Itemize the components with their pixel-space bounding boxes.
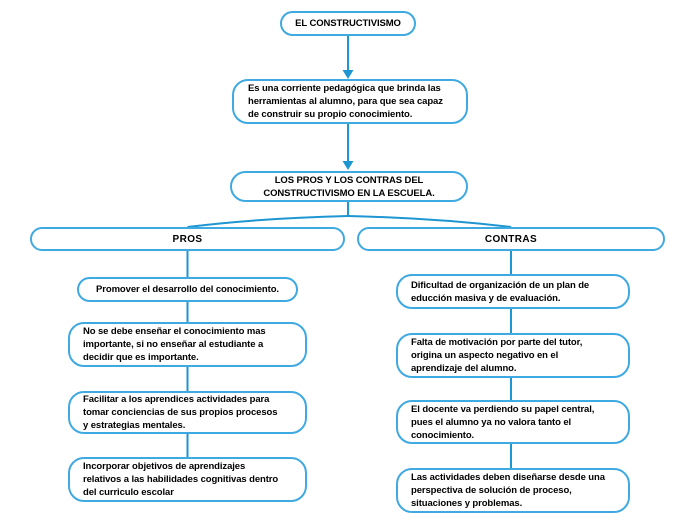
node-topic: LOS PROS Y LOS CONTRAS DEL CONSTRUCTIVIS… <box>230 171 468 202</box>
node-topic-label: LOS PROS Y LOS CONTRAS DEL CONSTRUCTIVIS… <box>263 174 435 199</box>
node-root: EL CONSTRUCTIVISMO <box>280 11 416 36</box>
node-contras-header: CONTRAS <box>357 227 665 251</box>
node-pro-2: No se debe enseñar el conocimiento mas i… <box>68 322 307 367</box>
pro-4-label: Incorporar objetivos de aprendizajes rel… <box>83 461 279 498</box>
node-pro-3: Facilitar a los aprendices actividades p… <box>68 391 307 434</box>
pro-3-label: Facilitar a los aprendices actividades p… <box>83 394 278 431</box>
pros-header-label: PROS <box>172 233 203 245</box>
node-contra-1: Dificultad de organización de un plan de… <box>396 274 630 309</box>
contra-1-label: Dificultad de organización de un plan de… <box>411 279 590 304</box>
node-root-label: EL CONSTRUCTIVISMO <box>295 18 401 29</box>
contra-2-label: Falta de motivación por parte del tutor,… <box>411 337 583 374</box>
node-definition-label: Es una corriente pedagógica que brinda l… <box>248 83 443 120</box>
connector-brace-right <box>347 215 512 228</box>
node-pro-1: Promover el desarrollo del conocimiento. <box>77 277 298 302</box>
pro-2-label: No se debe enseñar el conocimiento mas i… <box>83 326 266 363</box>
node-pro-4: Incorporar objetivos de aprendizajes rel… <box>68 457 307 502</box>
node-contra-3: El docente va perdiendo su papel central… <box>396 400 630 444</box>
arrow-down-icon <box>342 70 354 79</box>
node-contra-4: Las actividades deben diseñarse desde un… <box>396 468 630 513</box>
connector-brace-left <box>187 215 349 228</box>
contra-3-label: El docente va perdiendo su papel central… <box>411 403 595 441</box>
node-definition: Es una corriente pedagógica que brinda l… <box>232 79 468 124</box>
contra-4-label: Las actividades deben diseñarse desde un… <box>411 472 605 509</box>
pro-1-label: Promover el desarrollo del conocimiento. <box>96 284 279 295</box>
node-pros-header: PROS <box>30 227 345 251</box>
arrow-down-icon <box>342 161 354 170</box>
node-contra-2: Falta de motivación por parte del tutor,… <box>396 333 630 378</box>
contras-header-label: CONTRAS <box>484 233 538 245</box>
